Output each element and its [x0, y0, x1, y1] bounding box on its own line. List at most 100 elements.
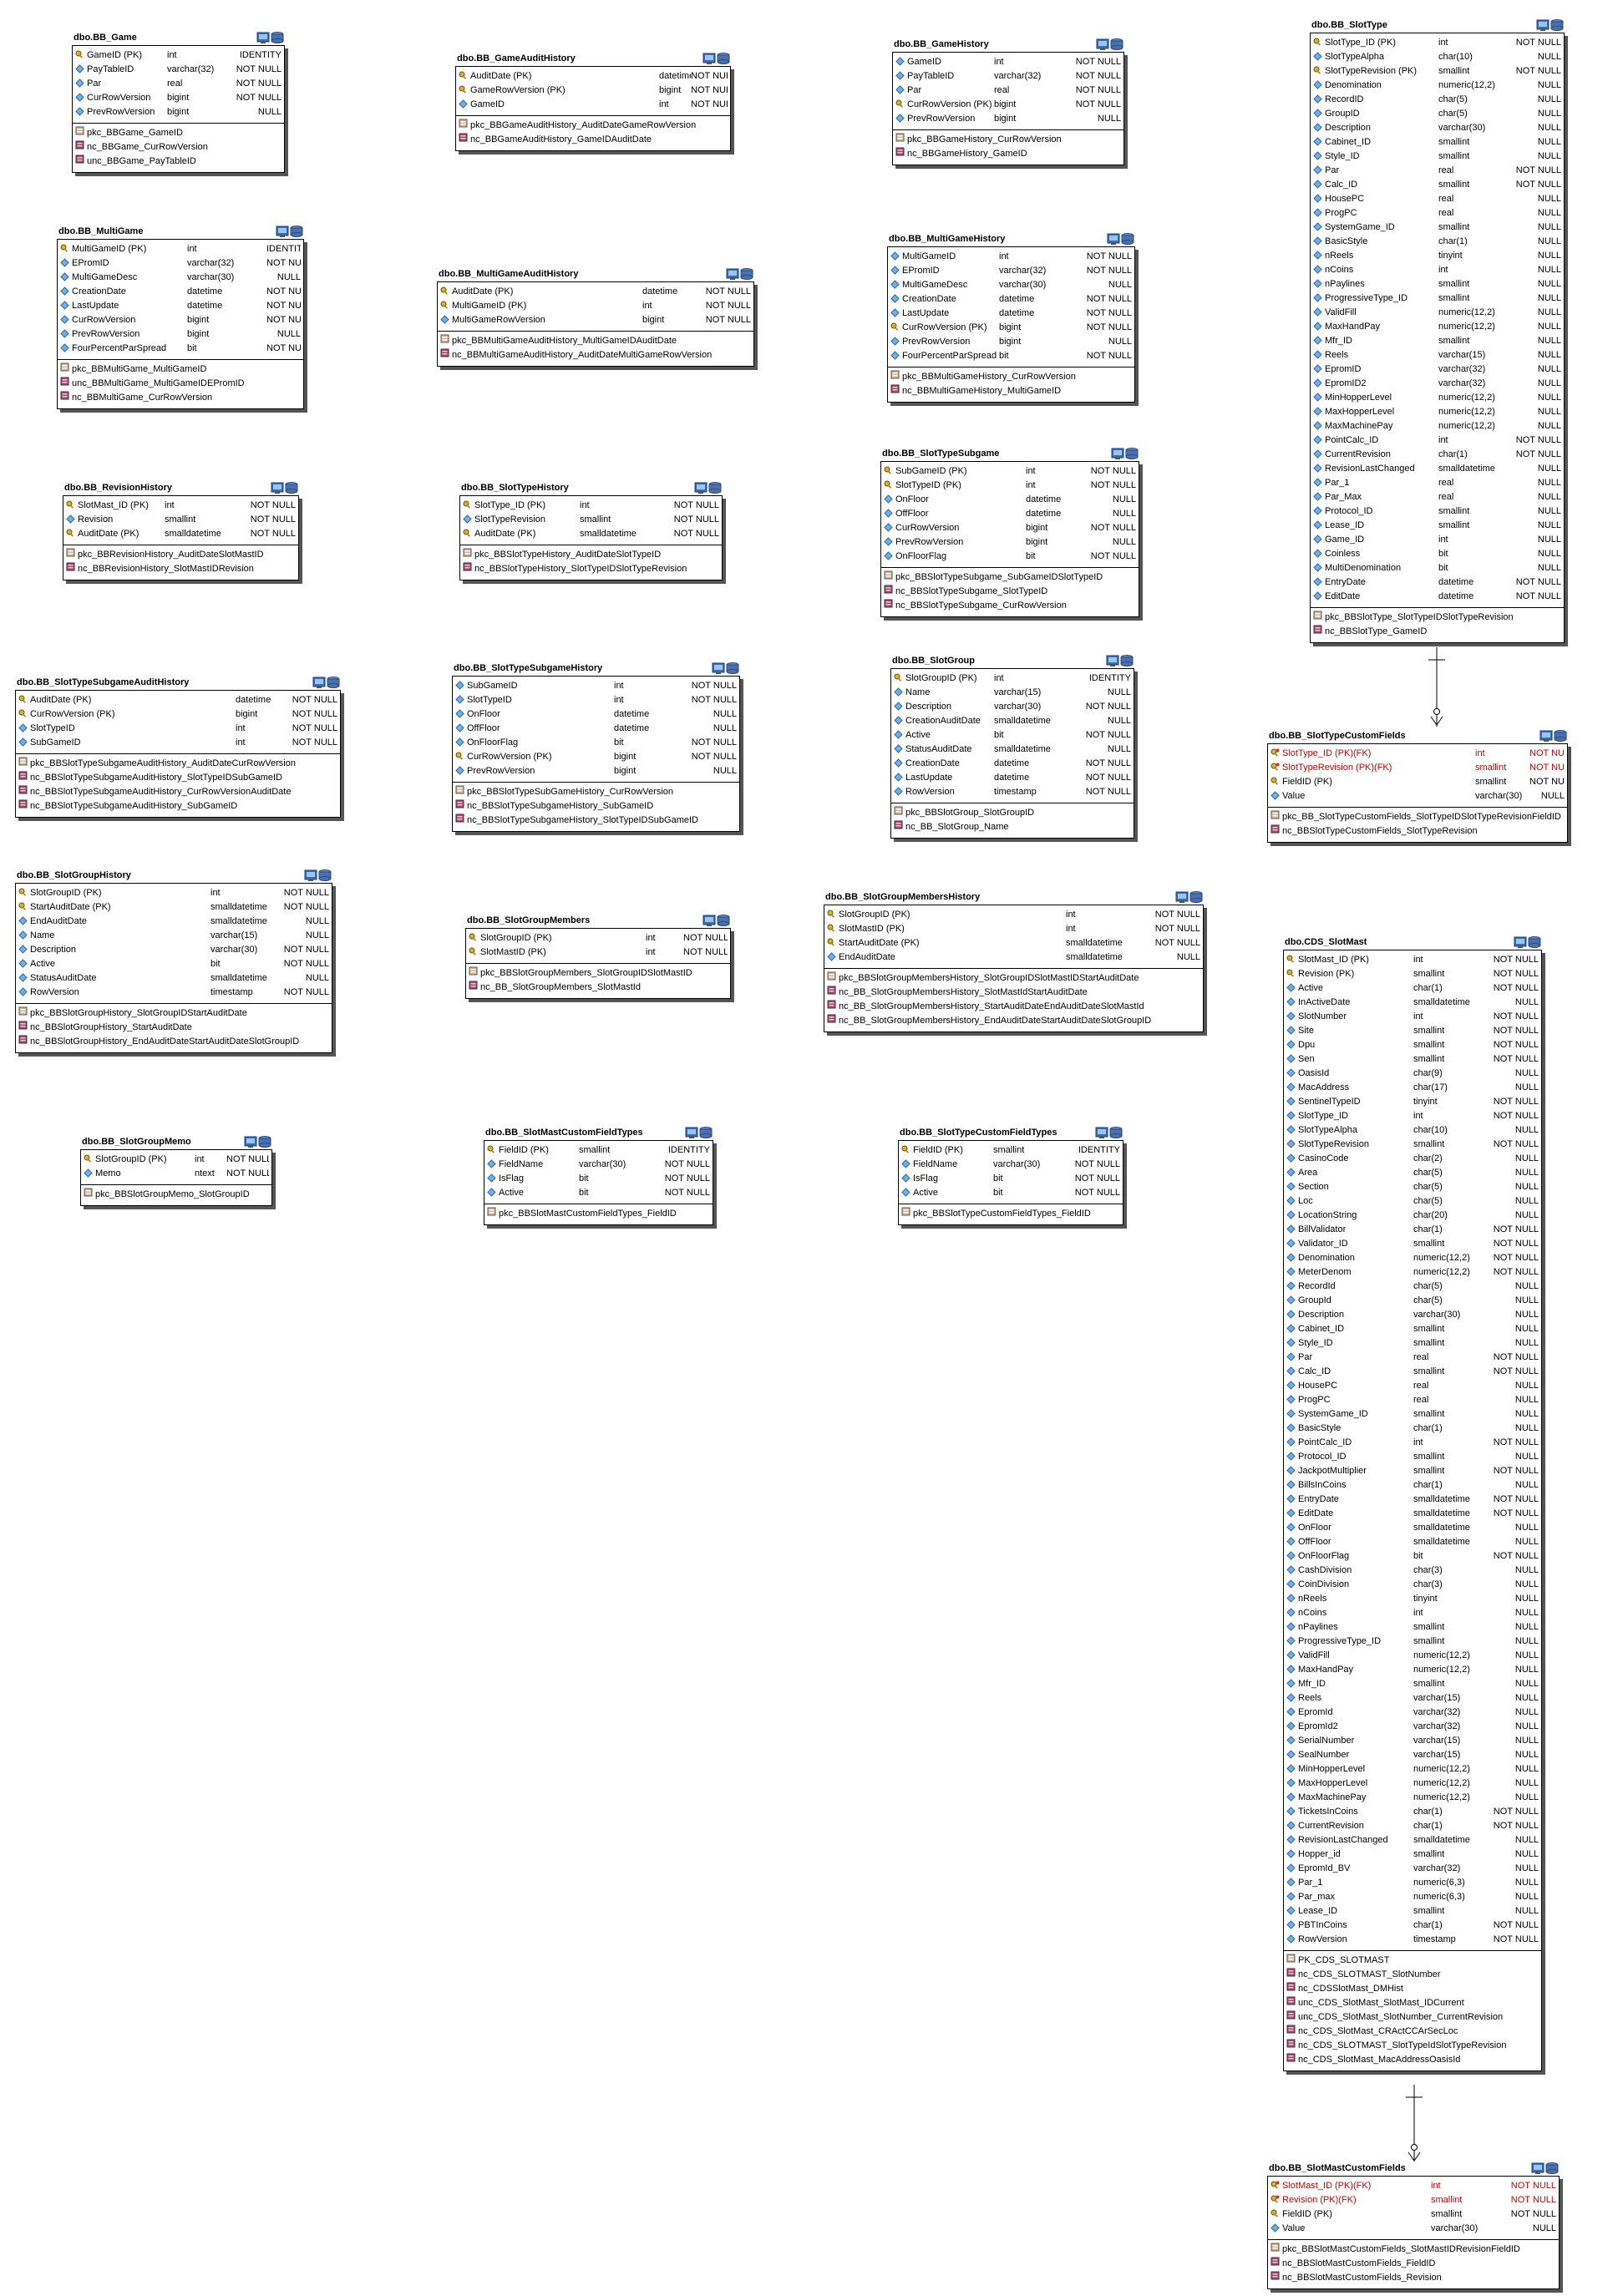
- table-title[interactable]: dbo.BB_RevisionHistory: [63, 481, 299, 495]
- index-row[interactable]: pkc_BBGameHistory_CurRowVersion: [895, 133, 1121, 147]
- index-row[interactable]: nc_BBSlotGroupHistory_StartAuditDate: [18, 1021, 329, 1035]
- table-title[interactable]: dbo.BB_GameHistory: [892, 38, 1124, 52]
- index-row[interactable]: pkc_BBSlotMastCustomFields_SlotMastIDRev…: [1271, 2243, 1556, 2257]
- table-title[interactable]: dbo.BB_MultiGame: [57, 225, 304, 239]
- table-title[interactable]: dbo.BB_MultiGameHistory: [887, 232, 1135, 246]
- index-row[interactable]: PK_CDS_SLOTMAST: [1286, 1954, 1539, 1968]
- index-row[interactable]: nc_BBSlotTypeSubgameHistory_SlotTypeIDSu…: [455, 813, 737, 828]
- index-row[interactable]: pkc_BBSlotMastCustomFieldTypes_FieldID: [487, 1207, 710, 1221]
- index-row[interactable]: nc_BBRevisionHistory_SlotMastIDRevision: [66, 562, 296, 576]
- index-row[interactable]: pkc_BBSlotGroupMemo_SlotGroupID: [84, 1188, 269, 1202]
- index-row[interactable]: nc_BBMultiGameAuditHistory_AuditDateMult…: [440, 348, 751, 362]
- index-row[interactable]: nc_BBSlotTypeSubgameAuditHistory_SubGame…: [18, 799, 337, 813]
- index-row[interactable]: nc_BBSlotGroupHistory_EndAuditDateStartA…: [18, 1035, 329, 1049]
- index-row[interactable]: nc_BB_SlotGroupMembersHistory_SlotMastId…: [827, 986, 1200, 1000]
- table-title[interactable]: dbo.BB_SlotTypeSubgame: [880, 447, 1139, 461]
- index-row[interactable]: nc_BBSlotMastCustomFields_Revision: [1271, 2271, 1556, 2285]
- index-row[interactable]: nc_BBGameHistory_GameID: [895, 147, 1121, 161]
- table-title[interactable]: dbo.BB_SlotTypeSubgameAuditHistory: [15, 676, 341, 690]
- index-row[interactable]: pkc_BB_SlotTypeCustomFields_SlotTypeIDSl…: [1271, 810, 1565, 824]
- table-title[interactable]: dbo.BB_SlotGroupHistory: [15, 869, 332, 883]
- index-row[interactable]: pkc_BBSlotGroupHistory_SlotGroupIDStartA…: [18, 1006, 329, 1021]
- table-title[interactable]: dbo.BB_SlotType: [1310, 18, 1565, 33]
- index-row[interactable]: pkc_BBGameAuditHistory_AuditDateGameRowV…: [459, 119, 728, 133]
- index-row[interactable]: nc_BBSlotTypeHistory_SlotTypeIDSlotTypeR…: [463, 562, 719, 576]
- index-row[interactable]: pkc_BBMultiGame_MultiGameID: [60, 362, 301, 377]
- table-title[interactable]: dbo.BB_SlotTypeSubgameHistory: [452, 661, 740, 676]
- table-title[interactable]: dbo.BB_SlotMastCustomFieldTypes: [484, 1126, 713, 1140]
